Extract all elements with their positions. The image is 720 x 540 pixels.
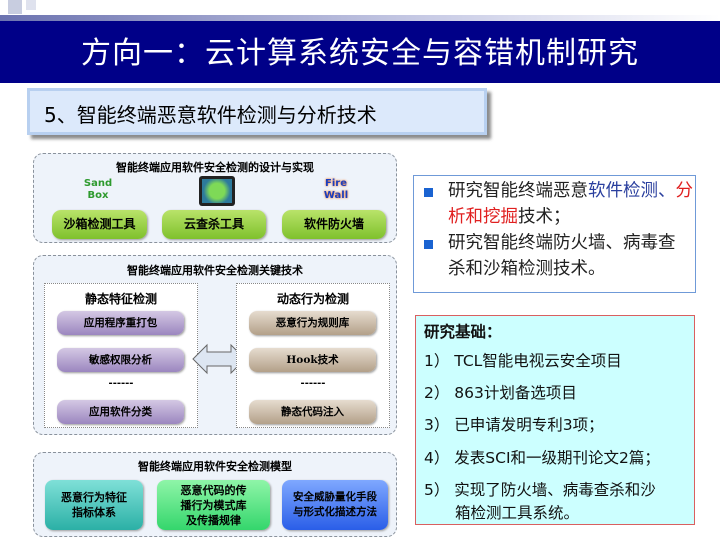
- decor-square: [26, 0, 36, 10]
- panel-design: 智能终端应用软件安全检测的设计与实现 Sand Box Fire Wall 沙箱…: [33, 153, 397, 243]
- dynamic-item[interactable]: Hook技术: [249, 348, 376, 372]
- decor-square: [8, 0, 22, 14]
- section-subtitle: 5、智能终端恶意软件检测与分析技术: [27, 88, 487, 135]
- ellipsis: ------: [300, 378, 326, 389]
- ellipsis: ------: [108, 378, 134, 389]
- text-highlight-blue: 软件检测、: [588, 181, 676, 201]
- model-box-feature-index[interactable]: 恶意行为特征 指标体系: [45, 480, 143, 530]
- cloud-tablet-icon: [199, 176, 235, 206]
- static-item[interactable]: 应用程序重打包: [57, 311, 184, 335]
- panel-model: 智能终端应用软件安全检测模型 恶意行为特征 指标体系 恶意代码的传 播行为模式库…: [33, 452, 397, 537]
- research-bullet-1: 研究智能终端恶意软件检测、分析和挖掘技术；: [448, 178, 698, 230]
- text: 技术；: [518, 207, 571, 227]
- basis-item: 4） 发表SCI和一级期刊论文2篇；: [424, 449, 660, 467]
- static-item[interactable]: 应用软件分类: [57, 400, 184, 424]
- page-title: 方向一：云计算系统安全与容错机制研究: [81, 36, 639, 71]
- dynamic-item[interactable]: 恶意行为规则库: [249, 311, 376, 335]
- model-box-threat-quantification[interactable]: 安全威胁量化手段 与形式化描述方法: [282, 480, 388, 530]
- firewall-icon: Fire Wall: [323, 178, 349, 201]
- panel-title: 智能终端应用软件安全检测的设计与实现: [116, 161, 314, 174]
- sandbox-icon: Sand Box: [83, 178, 113, 201]
- bullet-icon: [424, 188, 433, 197]
- cloud-scan-tool-button[interactable]: 云查杀工具: [162, 210, 266, 239]
- basis-heading: 研究基础：: [424, 323, 502, 341]
- model-box-propagation[interactable]: 恶意代码的传 播行为模式库 及传播规律: [157, 480, 270, 530]
- basis-item: 3） 已申请发明专利3项；: [424, 416, 604, 434]
- panel-title: 智能终端应用软件安全检测关键技术: [127, 264, 303, 277]
- research-content-box: 研究智能终端恶意软件检测、分析和挖掘技术； 研究智能终端防火墙、病毒查杀和沙箱检…: [413, 175, 696, 293]
- research-basis-box: 研究基础： 1） TCL智能电视云安全项目 2） 863计划备选项目 3） 已申…: [415, 315, 695, 525]
- basis-item: 1） TCL智能电视云安全项目: [424, 352, 622, 370]
- header-line: [0, 15, 720, 21]
- header-band: [0, 15, 720, 83]
- dynamic-detection-box: 动态行为检测 恶意行为规则库 Hook技术 ------ 静态代码注入: [236, 283, 390, 428]
- research-bullet-2: 研究智能终端防火墙、病毒查杀和沙箱检测技术。: [448, 233, 676, 279]
- sandbox-tool-button[interactable]: 沙箱检测工具: [52, 210, 147, 239]
- static-heading: 静态特征检测: [84, 292, 157, 306]
- static-detection-box: 静态特征检测 应用程序重打包 敏感权限分析 ------ 应用软件分类: [44, 283, 198, 428]
- static-item[interactable]: 敏感权限分析: [57, 348, 184, 372]
- dynamic-item[interactable]: 静态代码注入: [249, 400, 376, 424]
- panel-key-tech: 智能终端应用软件安全检测关键技术 静态特征检测 应用程序重打包 敏感权限分析 -…: [33, 255, 397, 435]
- bullet-icon: [424, 240, 433, 249]
- panel-title: 智能终端应用软件安全检测模型: [138, 460, 292, 473]
- text: 研究智能终端恶意: [448, 181, 588, 201]
- dynamic-heading: 动态行为检测: [276, 292, 349, 306]
- text-highlight-red: 分析和挖掘: [448, 181, 693, 227]
- basis-item: 2） 863计划备选项目: [424, 384, 577, 402]
- basis-item: 5） 实现了防火墙、病毒查杀和沙 箱检测工具系统。: [424, 481, 656, 522]
- firewall-tool-button[interactable]: 软件防火墙: [282, 210, 386, 239]
